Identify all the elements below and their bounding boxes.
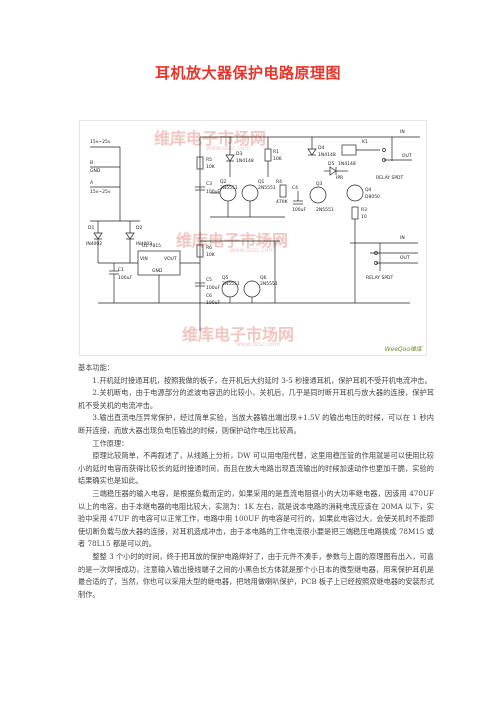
label-q6: Q6 <box>260 275 267 281</box>
label-in-top: IN <box>400 129 405 135</box>
label-d3: D3 <box>236 151 242 157</box>
heading-principle: 工作原理： <box>92 438 129 448</box>
label-q3: Q3 <box>316 181 323 187</box>
label-c4-val: 100uF <box>292 207 306 213</box>
label-d5-part: 1N4148 <box>338 161 356 167</box>
watermark-url-3: www.dzsc.com <box>236 341 281 348</box>
label-out-bot: OUT <box>400 255 410 261</box>
label-q1-part: 2N5551 <box>258 185 276 191</box>
label-q1: Q1 <box>258 179 265 185</box>
label-r5-val: 10K <box>206 164 216 170</box>
paragraph-function-1: 1.开机延时接通耳机，按照我做的板子，在开机后大约延时 3-5 秒接通耳机，保护… <box>92 375 432 385</box>
label-node-b: B <box>90 160 93 166</box>
label-c4: C4 <box>292 185 298 191</box>
label-r6-val: 10K <box>206 252 216 258</box>
label-gnd: GND <box>90 168 101 174</box>
watermark-brand-1: 维库电子市场网 <box>154 129 267 148</box>
paragraph-function-2: 2.关机断电，由于电源部分的滤波电容迅的比较小，关机后，几乎是同时断开耳机与放大… <box>78 388 434 410</box>
watermark-url-2: www.dzsc.com <box>230 247 275 254</box>
label-r3: R3 <box>361 207 367 213</box>
label-q5-part: 2N5551 <box>222 281 240 287</box>
paragraph-function-3: 3.输出直流电压异常保护，经过简单实验，当放大器输出端出现+1.5V 的输出电压… <box>78 413 434 435</box>
schematic-labels: 15v~25v B GND A 15v~25v D1 IN4002 D2 IN4… <box>86 129 412 306</box>
paragraph-principle-2: 三端稳压器的输入电容，是根据负载而定的，如果采用的是直流电阻很小的大功率继电器，… <box>78 488 434 549</box>
schematic-drawing: 15v~25v B GND A 15v~25v D1 IN4002 D2 IN4… <box>86 129 420 331</box>
circuit-schematic: 维库电子市场网 www.dzsc.com 维库电子市场网 www.dzsc.co… <box>79 120 427 356</box>
page-title: 耳机放大器保护电路原理图 <box>154 64 341 82</box>
paragraph-principle-1: 原理比较简单，不再叙述了，从线路上分析，DW 可以用电阻代替，这里用稳压管的作用… <box>78 451 434 486</box>
label-r6: R6 <box>206 245 212 251</box>
label-c5: C5 <box>206 277 212 283</box>
label-d2-part: IN4002 <box>136 241 152 247</box>
label-q2: Q2 <box>220 179 227 185</box>
label-r5: R5 <box>206 157 212 163</box>
watermark-url-1: www.dzsc.com <box>206 145 251 152</box>
label-d4: D4 <box>318 145 324 151</box>
label-c6-val: 100uF <box>206 300 220 306</box>
label-q6-part: 2N5551 <box>260 281 278 287</box>
label-q3-part: 2N5551 <box>316 207 334 213</box>
label-c1-val: 100uF <box>118 275 132 281</box>
label-ipr: IPR <box>336 175 343 181</box>
label-c1: C1 <box>118 267 124 273</box>
label-c6: C6 <box>206 293 212 299</box>
label-u1-gnd: GND <box>152 268 163 274</box>
label-u1: U1 7815 <box>142 243 161 249</box>
label-d2: D2 <box>136 225 142 231</box>
paragraph-principle-3: 整整 3 个小时的时间，终于把耳放的保护电路焊好了，由于元件不凑手，参数与上面的… <box>78 551 434 599</box>
label-v-in-1: 15v~25v <box>90 139 111 145</box>
label-d3-part: 1N4148 <box>236 158 254 164</box>
label-d5: D5 <box>328 161 334 167</box>
label-node-a: A <box>90 180 94 186</box>
label-out-top: OUT <box>402 153 412 159</box>
label-r1-val: 10K <box>273 156 283 162</box>
label-relay-2: RELAY SPDT <box>366 275 394 281</box>
label-r4: R4 <box>276 179 282 185</box>
watermark-brand-2: 维库电子市场网 <box>176 231 289 250</box>
label-q4: Q4 <box>365 187 372 193</box>
label-r4-val: 470K <box>276 199 289 205</box>
label-d4-part: 1N4148 <box>318 152 336 158</box>
label-c3: C3 <box>206 181 212 187</box>
label-d1: D1 <box>88 225 94 231</box>
label-v-in-2: 15v~25v <box>90 189 111 195</box>
label-relay-1: RELAY SPDT <box>376 175 404 181</box>
label-c5-val: 100uF <box>206 285 220 291</box>
label-q2-part: 2N5551 <box>220 185 238 191</box>
article-body: 基本功能： 1.开机延时接通耳机，按照我做的板子，在开机后大约延时 3-5 秒接… <box>78 362 434 601</box>
label-r3-val: 10 <box>361 214 367 220</box>
label-u1-vout: VOUT <box>164 256 177 262</box>
label-u1-vin: VIN <box>140 256 148 262</box>
watermark-brand-3: 维库电子市场网 <box>182 325 295 344</box>
heading-functions: 基本功能： <box>78 363 114 372</box>
label-q5: Q5 <box>222 275 229 281</box>
label-in-bot: IN <box>400 235 405 241</box>
label-q4-part: D8050 <box>365 194 380 200</box>
label-c3-val: 100uF <box>206 189 220 195</box>
image-credit: WeeQoo维库 <box>384 346 422 353</box>
label-k1: K1 <box>362 139 368 145</box>
label-d1-part: IN4002 <box>86 241 102 247</box>
label-r1: R1 <box>273 149 279 155</box>
